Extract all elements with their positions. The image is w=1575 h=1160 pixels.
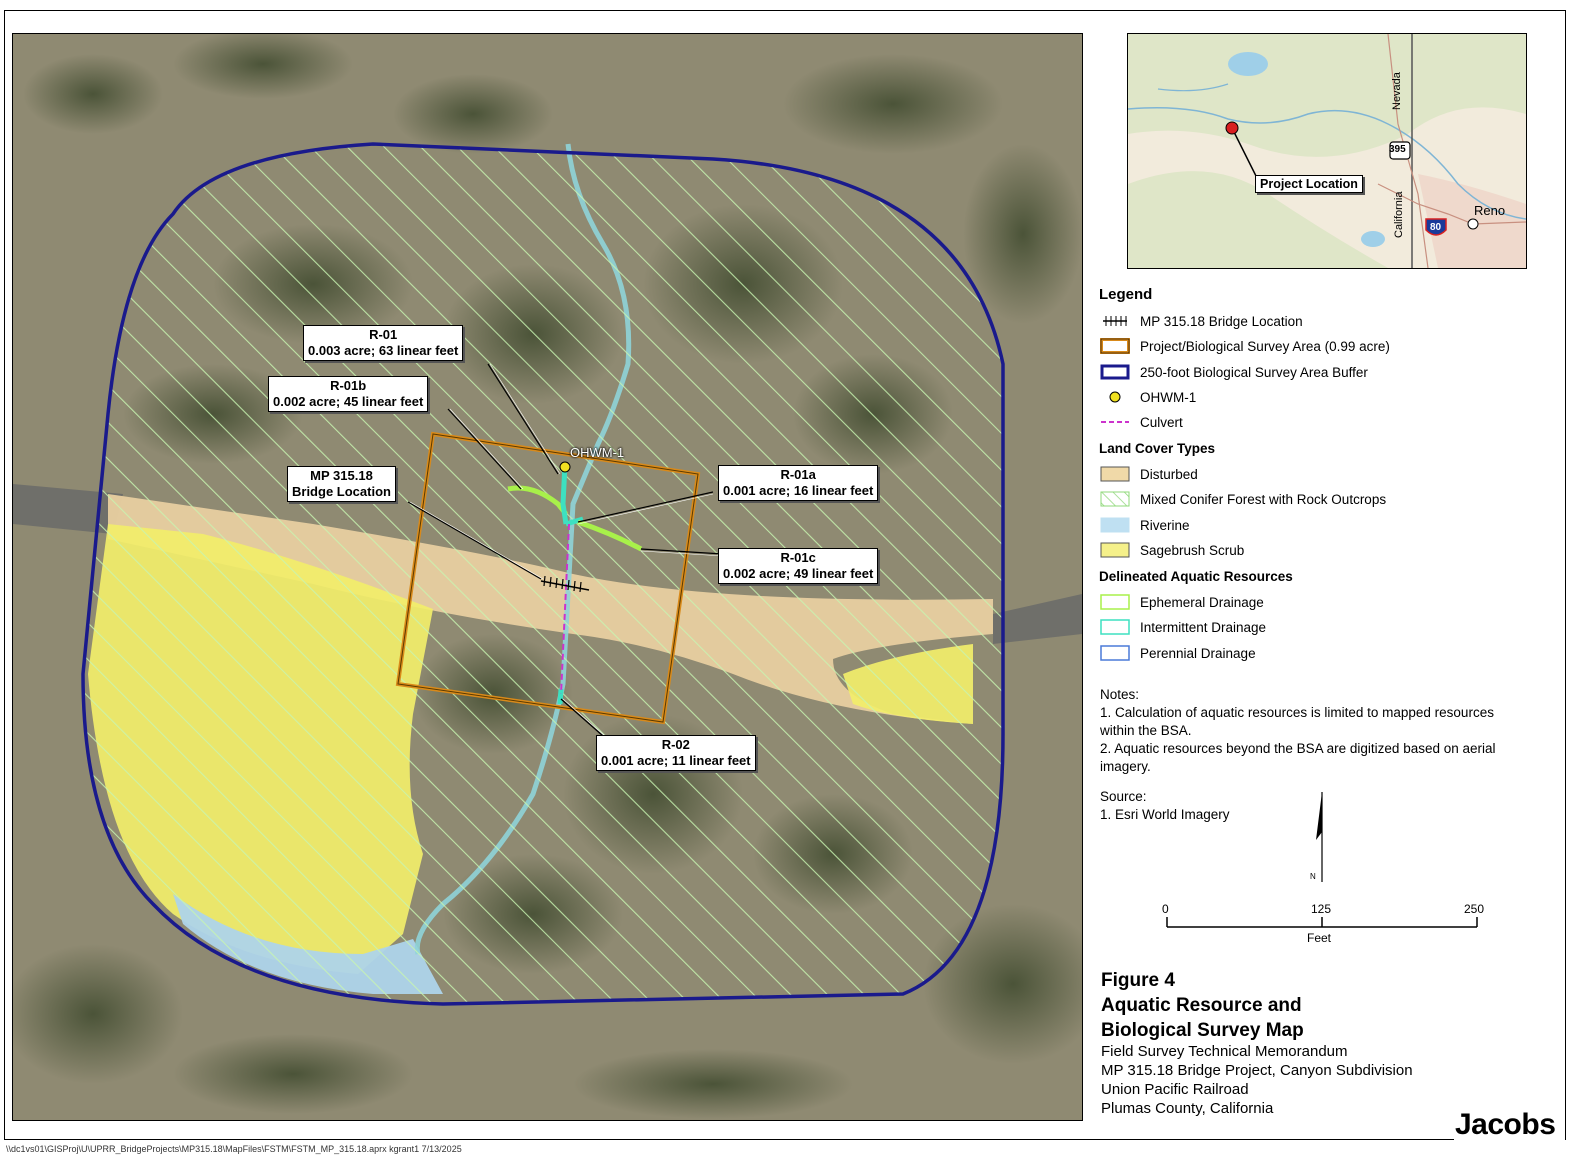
reno-label: Reno — [1474, 203, 1506, 218]
us-route-shield — [1389, 141, 1411, 160]
figure-title: Figure 4 Aquatic Resource and Biological… — [1101, 970, 1304, 1041]
drainage-r02 — [557, 688, 564, 705]
legend-perennial: Perennial Drainage — [1100, 644, 1256, 662]
scale-unit: Feet — [1307, 931, 1332, 945]
legend-disturbed: Disturbed — [1100, 465, 1198, 483]
survey-buffer — [81, 142, 1005, 1006]
north-label: N — [1310, 872, 1316, 881]
ohwm-label: OHWM-1 — [570, 445, 625, 460]
reno-point — [1467, 218, 1479, 230]
legend-culvert: Culvert — [1100, 413, 1183, 431]
legend-ephemeral: Ephemeral Drainage — [1100, 593, 1264, 611]
ohwm-legend-icon — [1100, 389, 1130, 405]
jacobs-logo: Jacobs — [1455, 1108, 1556, 1141]
land-cover-title: Land Cover Types — [1099, 441, 1216, 456]
legend-riverine: Riverine — [1100, 516, 1190, 534]
north-arrow-icon — [1316, 792, 1323, 882]
legend-buffer: 250-foot Biological Survey Area Buffer — [1100, 363, 1368, 381]
legend-ohwm: OHWM-1 — [1100, 388, 1196, 406]
scale-bar — [1166, 917, 1478, 928]
drainage-r01c — [577, 519, 643, 552]
bottom-rule — [4, 1139, 1454, 1140]
interstate-number: 80 — [1430, 222, 1442, 233]
inset-map[interactable] — [1127, 33, 1527, 269]
leader-lines — [407, 363, 724, 737]
scale-mid: 125 — [1311, 902, 1332, 916]
bridge-symbol — [540, 575, 590, 593]
bridge-legend-icon — [1100, 313, 1130, 329]
us-route-number: 395 — [1389, 144, 1406, 155]
drainage-r01 — [560, 463, 569, 525]
ohwm-point[interactable] — [559, 461, 571, 473]
culvert-line — [560, 523, 570, 695]
project-location-label: Project Location — [1255, 175, 1363, 193]
map-frame — [4, 10, 1566, 1140]
legend-mixed-conifer: Mixed Conifer Forest with Rock Outcrops — [1100, 490, 1386, 508]
figure-subtitle: Field Survey Technical Memorandum MP 315… — [1101, 1043, 1413, 1117]
aquatic-title: Delineated Aquatic Resources — [1099, 569, 1293, 584]
scale-max: 250 — [1464, 902, 1485, 916]
drainage-r01b — [507, 485, 568, 516]
culvert-legend-icon — [1100, 414, 1130, 430]
scale-zero: 0 — [1162, 902, 1169, 916]
main-map[interactable] — [12, 33, 1083, 1121]
california-label: California — [1393, 191, 1405, 238]
drainage-r01a — [565, 516, 584, 527]
notes: Notes: 1. Calculation of aquatic resourc… — [1100, 687, 1496, 822]
file-path: \\dc1vs01\GISProj\U\UPRR_BridgeProjects\… — [6, 1144, 462, 1154]
legend-bridge: MP 315.18 Bridge Location — [1100, 312, 1303, 330]
interstate-shield — [1425, 218, 1447, 236]
project-location-point[interactable] — [1225, 121, 1239, 135]
legend-title: Legend — [1099, 286, 1153, 303]
legend-project-area: Project/Biological Survey Area (0.99 acr… — [1100, 337, 1390, 355]
project-area-swatch — [1100, 338, 1130, 354]
legend-intermittent: Intermittent Drainage — [1100, 618, 1266, 636]
buffer-swatch — [1100, 364, 1130, 380]
legend-sagebrush: Sagebrush Scrub — [1100, 541, 1244, 559]
nevada-label: Nevada — [1391, 72, 1403, 110]
